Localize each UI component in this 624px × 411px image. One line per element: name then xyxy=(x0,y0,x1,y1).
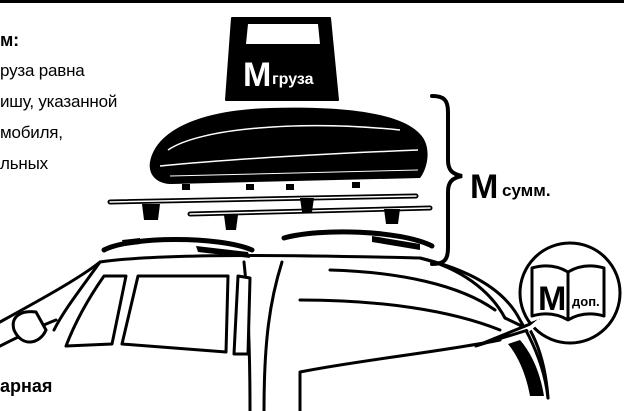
car-windows xyxy=(66,276,250,354)
cargo-letter: M xyxy=(243,56,271,94)
cargo-weight-icon: M груза xyxy=(226,18,338,100)
manual-subscript: доп. xyxy=(572,294,600,309)
sum-letter: M xyxy=(470,168,498,206)
side-mirror xyxy=(13,312,46,342)
manual-letter: M xyxy=(538,280,566,318)
roof-crossbars xyxy=(110,196,430,230)
sum-bracket xyxy=(432,96,462,264)
cargo-subscript: груза xyxy=(272,71,314,88)
roof-box xyxy=(150,108,428,190)
sum-subscript: сумм. xyxy=(502,181,551,200)
